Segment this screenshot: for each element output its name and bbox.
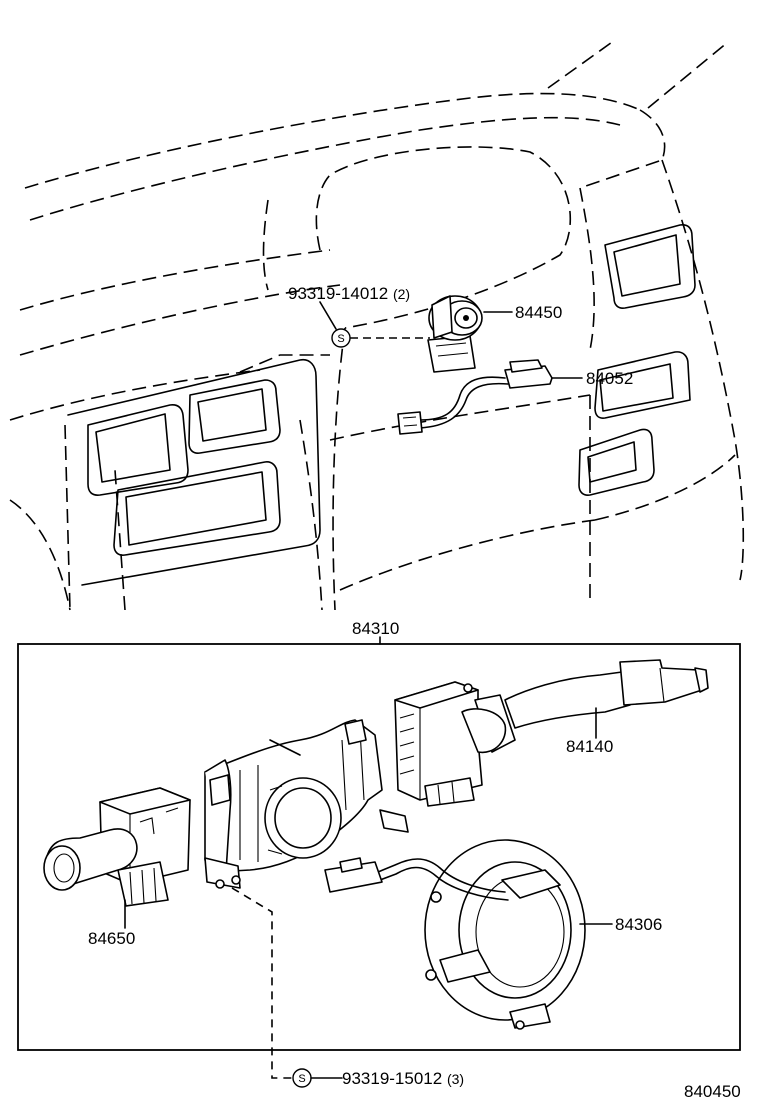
label-84650: 84650 bbox=[88, 929, 135, 948]
wiper-switch bbox=[394, 659, 709, 807]
ignition-switch bbox=[427, 295, 483, 373]
leader-93319-14012 bbox=[319, 301, 337, 330]
assembly-box bbox=[17, 643, 741, 1051]
bolt-symbol-upper: S bbox=[331, 328, 430, 348]
body-lead-line bbox=[269, 739, 301, 756]
label-84140: 84140 bbox=[566, 737, 613, 756]
ignition-harness bbox=[397, 359, 553, 435]
switch-body bbox=[204, 719, 409, 889]
bolt-dash-line-lower bbox=[231, 887, 292, 1079]
dashboard-outline bbox=[9, 39, 745, 611]
label-84450: 84450 bbox=[515, 303, 562, 322]
label-84310: 84310 bbox=[352, 619, 399, 638]
figure-id: 840450 bbox=[684, 1082, 741, 1101]
headlamp-switch bbox=[43, 787, 191, 907]
spiral-cable bbox=[324, 839, 586, 1030]
label-84052: 84052 bbox=[586, 369, 633, 388]
label-84306: 84306 bbox=[615, 915, 662, 934]
label-93319-15012: 93319-15012 (3) bbox=[342, 1069, 464, 1088]
label-93319-14012: 93319-14012 (2) bbox=[288, 284, 410, 303]
bolt-symbol-upper-letter: S bbox=[337, 333, 344, 345]
bolt-symbol-lower: S bbox=[292, 1068, 312, 1088]
dashboard-vents bbox=[67, 224, 696, 586]
bolt-symbol-lower-letter: S bbox=[298, 1073, 305, 1085]
